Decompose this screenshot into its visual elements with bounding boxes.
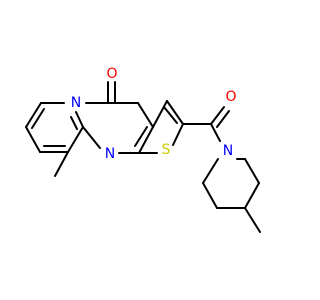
ring-nitrogen-bottom-label: N xyxy=(105,146,115,162)
ketone-oxygen-label: O xyxy=(106,66,117,82)
bond xyxy=(70,116,78,130)
bond xyxy=(244,207,261,233)
bond xyxy=(67,126,84,153)
bond xyxy=(134,126,148,147)
bond xyxy=(54,151,69,177)
bond xyxy=(137,102,154,128)
sulfur-label: S xyxy=(162,142,171,158)
bond xyxy=(172,123,184,146)
piperidine-nitrogen-label: N xyxy=(223,143,233,159)
bond xyxy=(166,100,184,125)
bond xyxy=(31,108,45,129)
bond xyxy=(202,158,219,184)
atom-labels: O N N S O N xyxy=(71,66,237,162)
bond xyxy=(244,182,260,209)
bond xyxy=(138,126,154,154)
bond xyxy=(82,126,101,149)
molecule-canvas: O N N S O N xyxy=(25,66,261,233)
bond-network xyxy=(25,81,261,233)
amide-oxygen-label: O xyxy=(225,89,236,105)
bond xyxy=(244,158,260,184)
bond xyxy=(152,100,168,128)
bond xyxy=(25,102,42,128)
bond xyxy=(216,110,230,128)
bond xyxy=(210,106,225,125)
bond xyxy=(25,126,41,153)
molecule-structure: O N N S O N xyxy=(25,66,261,233)
bond xyxy=(163,106,178,124)
ring-nitrogen-top-label: N xyxy=(71,95,81,111)
bond xyxy=(210,123,221,142)
bond xyxy=(202,182,218,209)
bond xyxy=(75,111,84,128)
